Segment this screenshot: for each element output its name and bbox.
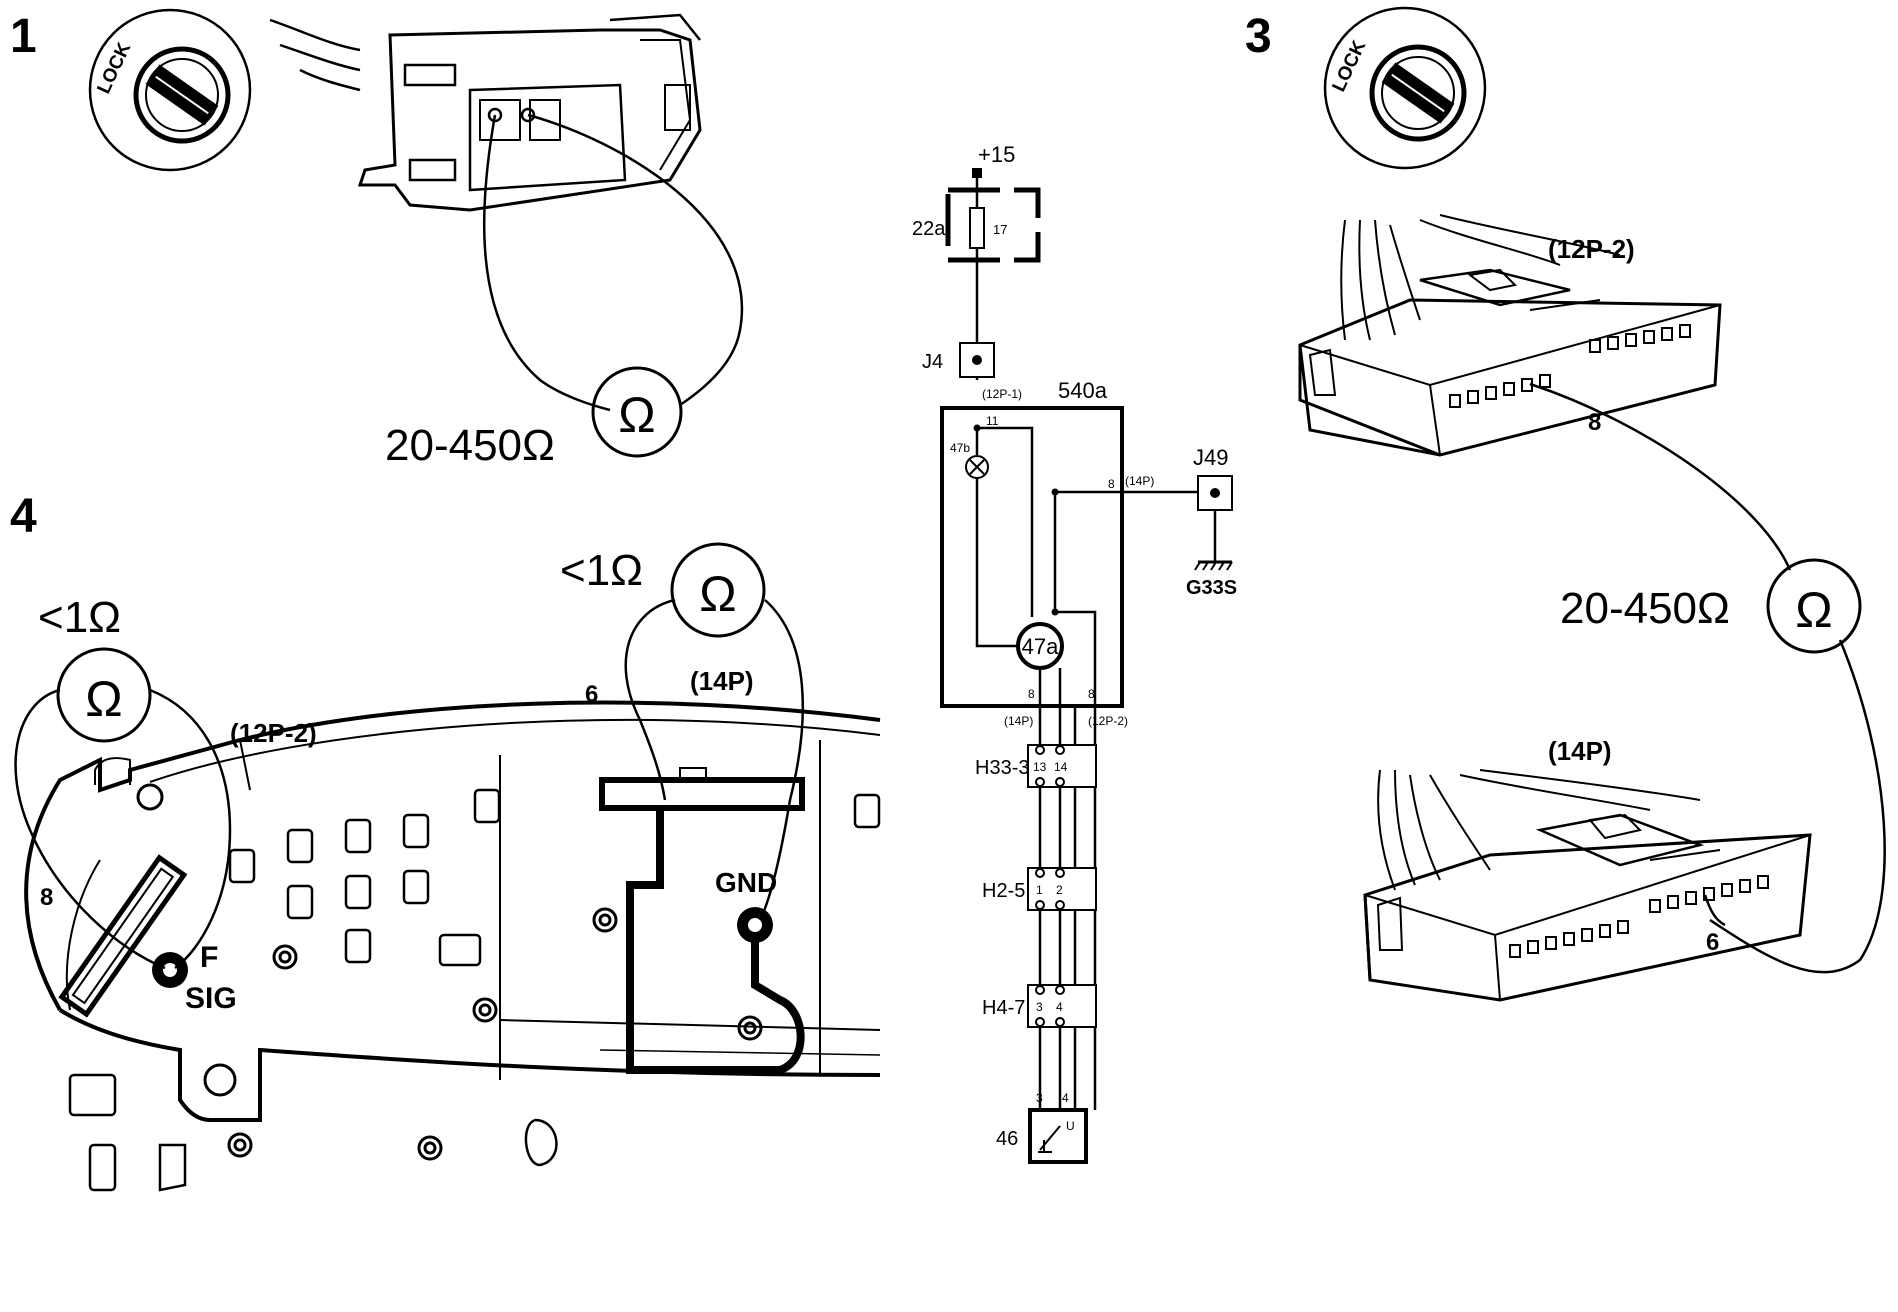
connector-14p-bottom-label: (14P) <box>1004 714 1033 728</box>
wiring-schematic: +15 22a 17 J4 (12P-1) 540a 11 47b 47a <box>912 142 1237 1164</box>
fuse-block-label: 22a <box>912 218 946 240</box>
lamp-label: 47b <box>950 441 970 455</box>
ohm-symbol: Ω <box>618 387 655 443</box>
ohm-symbol: Ω <box>85 671 122 727</box>
connector-12p-1-label: (12P-1) <box>982 387 1022 401</box>
connector-12p-2-bottom-label: (12P-2) <box>1088 714 1128 728</box>
f-sig-label-sig: SIG <box>185 982 237 1015</box>
ground-label: G33S <box>1186 577 1237 599</box>
step-1-number: 1 <box>10 10 37 63</box>
h2-pin-2: 2 <box>1056 883 1063 897</box>
cluster-label: 540a <box>1058 378 1108 403</box>
j49-label: J49 <box>1193 445 1228 470</box>
resistance-range-label: 20-450Ω <box>385 421 555 470</box>
step-4-panel: 4 <box>10 490 881 1192</box>
gnd-label: GND <box>715 867 777 898</box>
plus15-label: +15 <box>978 142 1015 167</box>
continuity-label-right: <1Ω <box>560 546 643 595</box>
sender-u-label: U <box>1066 1119 1075 1133</box>
connector-12p-drawing-1 <box>269 13 744 412</box>
step-4-number: 4 <box>10 490 37 543</box>
lock-label-step3: LOCK <box>1328 37 1370 95</box>
pin-8-b-label: 8 <box>1088 687 1095 701</box>
h2-label: H2-5 <box>982 880 1025 902</box>
h4-pin-4: 4 <box>1056 1000 1063 1014</box>
lock-label: LOCK <box>93 39 135 97</box>
h4-label: H4-7 <box>982 997 1025 1019</box>
pin-6-label: 6 <box>585 681 598 708</box>
h33-pin-13: 13 <box>1033 760 1047 774</box>
h4-pin-3: 3 <box>1036 1000 1043 1014</box>
ohm-symbol: Ω <box>699 566 736 622</box>
connector-14p-label-right: (14P) <box>1548 736 1612 766</box>
ohm-symbol: Ω <box>1795 582 1832 638</box>
pin-8-label-left: 8 <box>40 884 53 911</box>
step-1-panel: 1 LOCK <box>10 8 744 470</box>
step-3-number: 3 <box>1245 10 1272 63</box>
h2-pin-1: 1 <box>1036 883 1043 897</box>
sender-pin-3: 3 <box>1036 1091 1043 1105</box>
step-3-panel: 3 LOCK (12P-2) <box>1245 6 1886 1002</box>
ignition-lock-icon-step3: LOCK <box>1323 6 1487 170</box>
fuel-sender-icon <box>1038 1125 1061 1153</box>
connector-12p-2-drawing <box>1298 214 1722 457</box>
f-sig-label-f: F <box>200 941 218 974</box>
connector-14p-label-left: (14P) <box>690 666 754 696</box>
ohmmeter-icon-right: Ω <box>624 542 805 921</box>
pin-11-label: 11 <box>986 414 999 428</box>
connector-14p-top-label: (14P) <box>1125 474 1154 488</box>
fuse-number: 17 <box>993 222 1007 237</box>
h33-pin-14: 14 <box>1054 760 1068 774</box>
ohmmeter-icon-left: Ω <box>14 647 232 970</box>
resistance-range-label-step3: 20-450Ω <box>1560 584 1730 633</box>
pin-8-label-right: 8 <box>1588 409 1601 436</box>
sender-label: 46 <box>996 1128 1018 1150</box>
pin-8-top-label: 8 <box>1108 477 1115 491</box>
pin-8-a-label: 8 <box>1028 687 1035 701</box>
ohmmeter-icon-step3: Ω <box>1766 558 1862 654</box>
connector-14p-drawing <box>1363 769 1812 1002</box>
pin-6-label-right: 6 <box>1706 929 1719 956</box>
h33-label: H33-3 <box>975 757 1029 779</box>
j4-label: J4 <box>922 351 943 373</box>
continuity-label-left: <1Ω <box>38 593 121 642</box>
ohmmeter-icon: Ω <box>591 366 683 458</box>
instrument-cluster-rear-drawing <box>24 700 881 1192</box>
gauge-label: 47a <box>1022 634 1059 659</box>
ignition-lock-icon: LOCK <box>88 8 252 172</box>
connector-12p-2-label-left: (12P-2) <box>230 718 317 748</box>
sender-pin-4: 4 <box>1062 1091 1069 1105</box>
